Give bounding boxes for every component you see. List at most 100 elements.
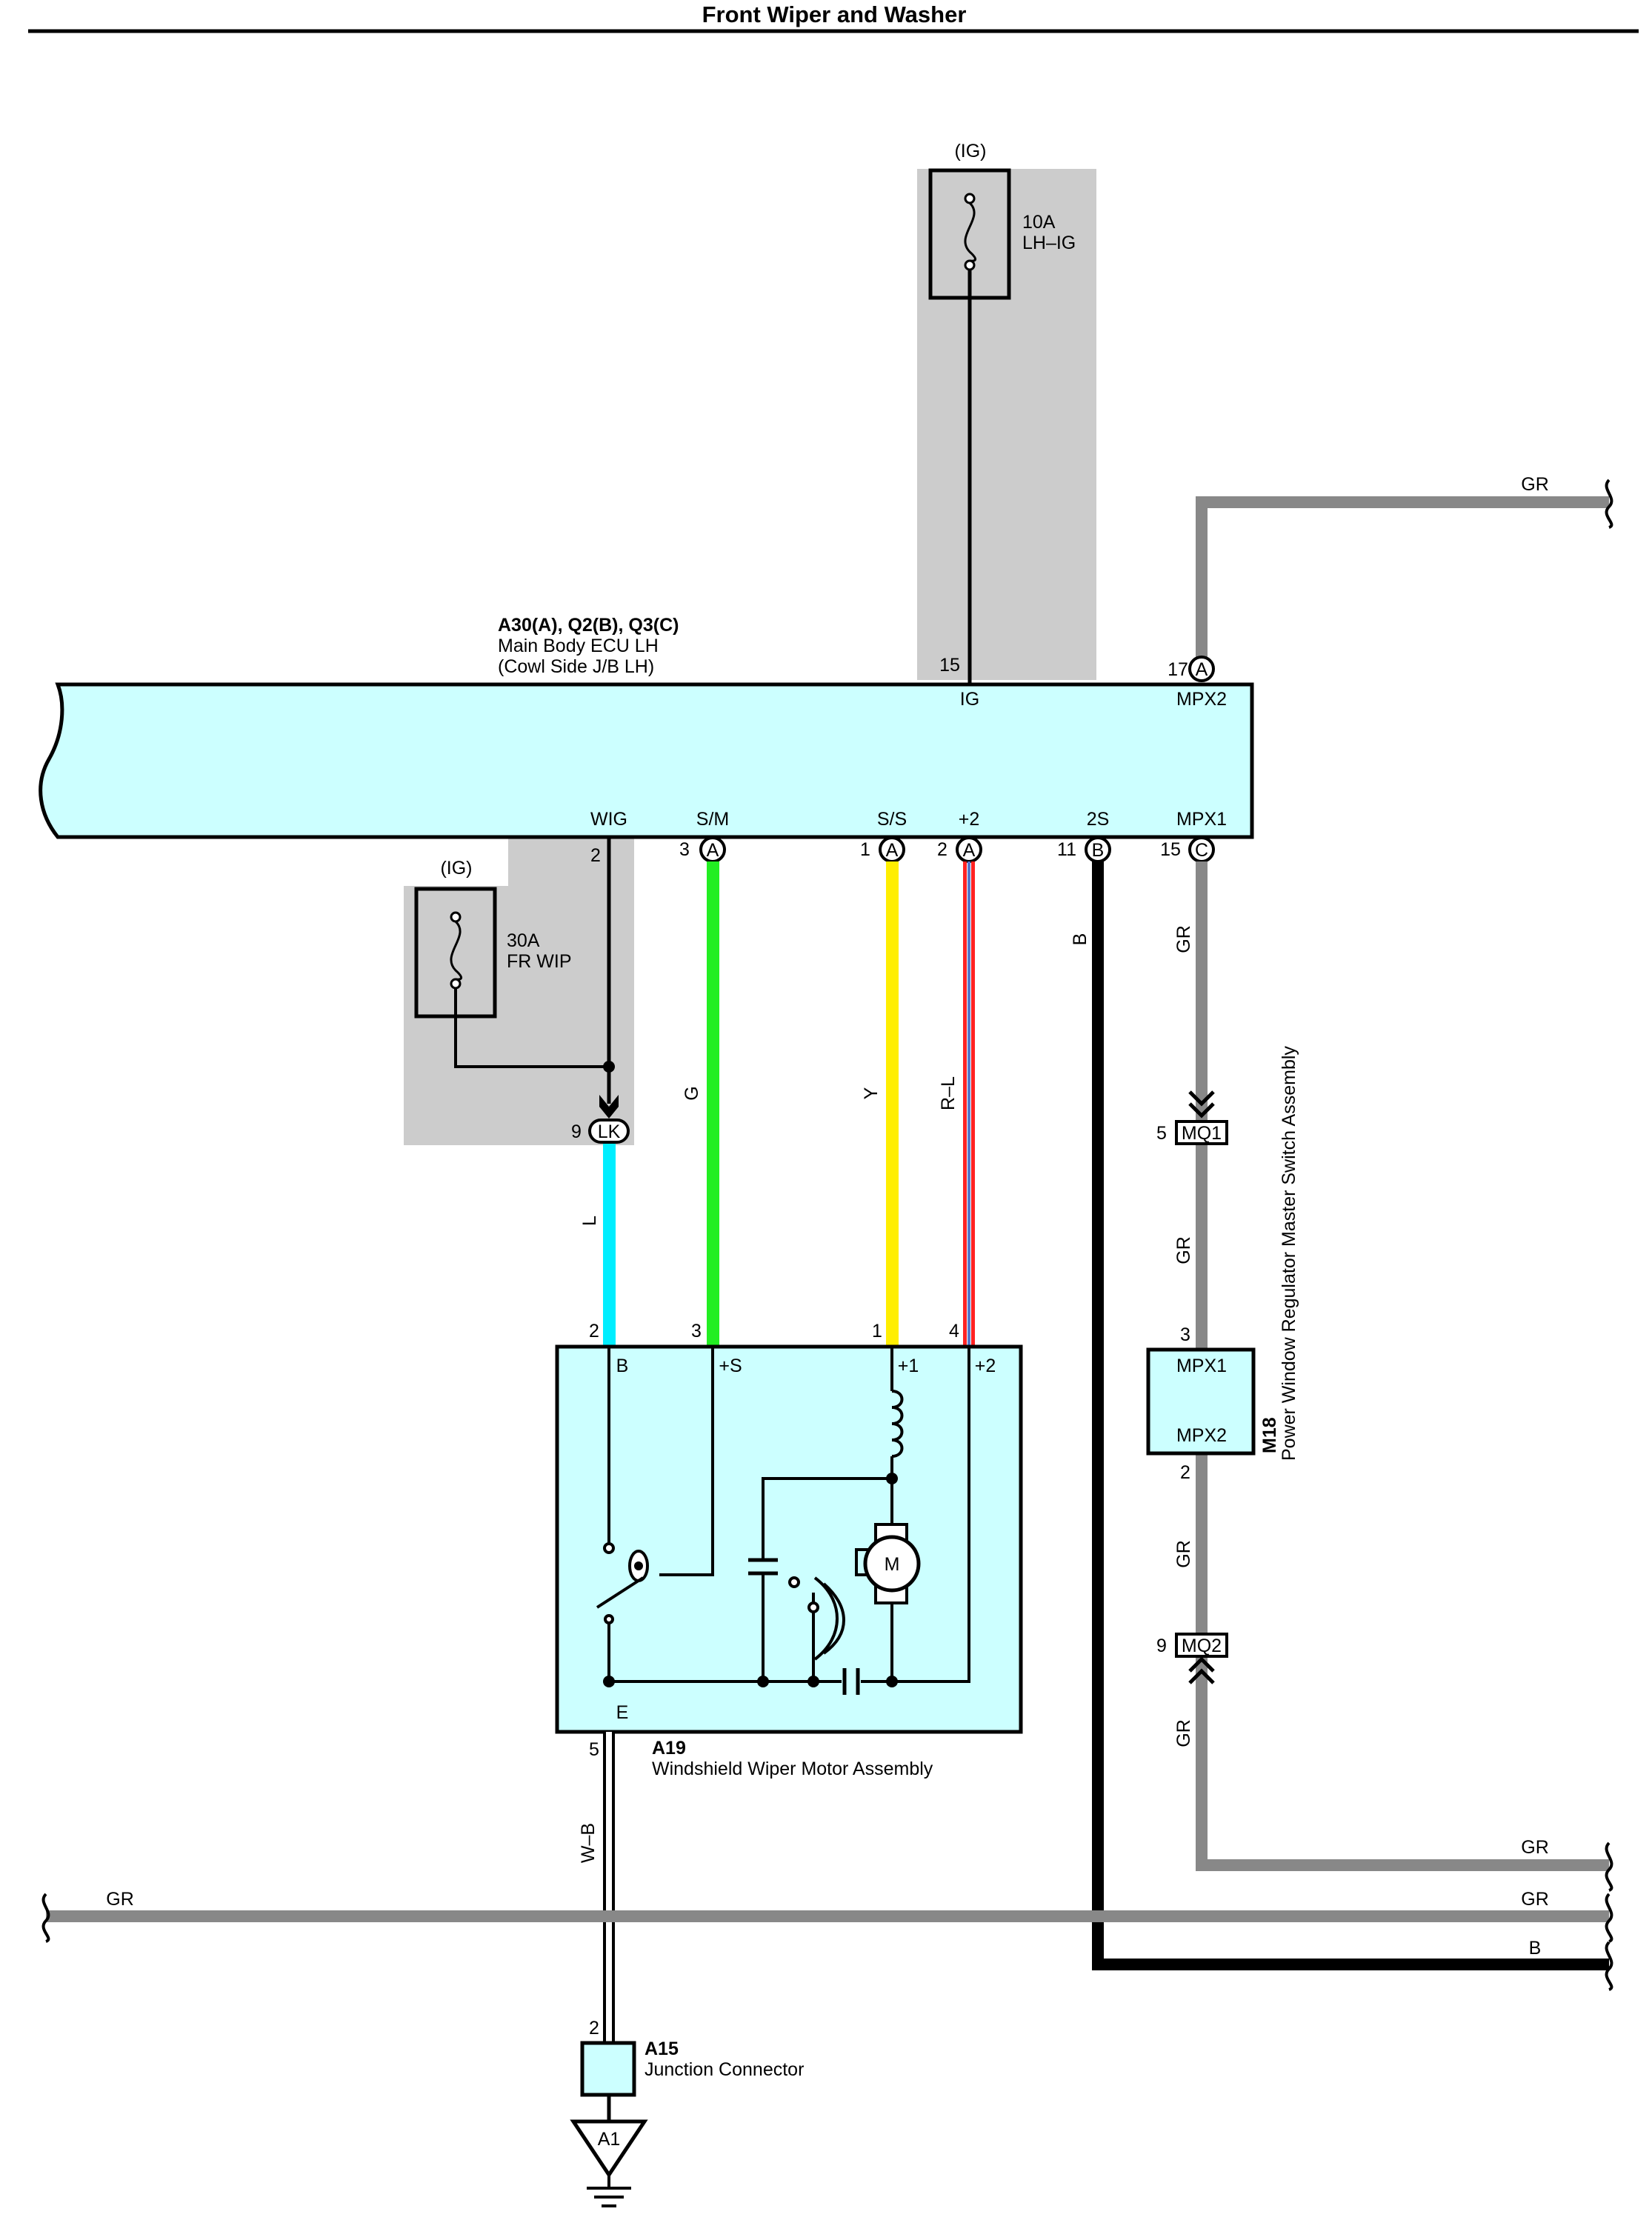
m18-body (1146, 1347, 1256, 1456)
ecu-pin-p2-num: 2 (937, 839, 947, 860)
wire-g (707, 861, 719, 1347)
wire-gr-mpx2 (1196, 496, 1609, 667)
label-gr-mq2-out: GR (1173, 1719, 1194, 1747)
mq2-pin: 9 (1156, 1636, 1167, 1656)
wire-wb (603, 1732, 615, 2043)
wire-y (886, 861, 899, 1347)
svg-text:M: M (885, 1554, 900, 1575)
label-gr-mpx1-a: GR (1173, 925, 1194, 953)
ecu-conn-mpx2-badge (1188, 656, 1215, 682)
circuit-breaker-icon (788, 1576, 845, 1661)
wire-rl (963, 861, 975, 1347)
mq1-pin: 5 (1156, 1123, 1167, 1144)
label-gr-right-b: GR (1521, 1889, 1549, 1910)
diagram-title: Front Wiper and Washer (702, 1, 967, 27)
ecu-pin-sm-num: 3 (679, 839, 690, 860)
break-mark-gr-left (41, 1893, 50, 1943)
mq2-connector (1175, 1633, 1228, 1658)
m18-term-bottom: MPX2 (1176, 1425, 1227, 1446)
capacitor-icon (748, 1558, 778, 1576)
ecu-pin-mpx1-label: MPX1 (1176, 809, 1227, 830)
wiper-switch-icon (596, 1542, 649, 1624)
capacitor-bottom-icon (842, 1667, 861, 1696)
label-wb: W–B (578, 1823, 599, 1863)
label-b-vert: B (1070, 933, 1090, 946)
fr-wip-name: FR WIP (507, 951, 572, 972)
lh-ig-name: LH–IG (1022, 233, 1076, 253)
break-mark-b-right (1605, 1941, 1613, 1991)
lh-ig-shade (917, 169, 1096, 680)
ecu-pin-mpx2-num: 17 (1168, 659, 1188, 680)
a19-junction-dots (603, 1473, 898, 1687)
a19-name: Windshield Wiper Motor Assembly (652, 1759, 933, 1779)
label-g: G (682, 1086, 702, 1100)
ecu-body (39, 682, 1254, 839)
a19-pin-e-label: E (616, 1702, 629, 1723)
ecu-pin-sm-conn: A (707, 840, 719, 861)
wire-gr-mpx1 (1196, 861, 1609, 1871)
ecu-pin-wig-label: WIG (590, 809, 627, 830)
fr-wip-rating: 30A (507, 930, 540, 951)
a19-pin-b-num: 2 (589, 1321, 599, 1341)
label-b-bottom: B (1529, 1938, 1542, 1959)
ecu-pin-mpx1-conn: C (1195, 840, 1208, 861)
ecu-pin-2s-conn: B (1092, 840, 1105, 861)
ecu-pin-wig-num: 2 (590, 845, 601, 866)
wire-b (1092, 861, 1609, 1970)
a19-pin-b-label: B (616, 1356, 629, 1376)
a19-pin-s-label: +S (719, 1356, 742, 1376)
label-gr-left: GR (106, 1889, 134, 1910)
ecu-pin-ig-label: IG (960, 689, 979, 710)
ecu-pin-2s-num: 11 (1057, 839, 1076, 860)
label-y: Y (861, 1087, 882, 1099)
a19-pin-s-num: 3 (691, 1321, 702, 1341)
m18-name: Power Window Regulator Master Switch Ass… (1279, 1046, 1299, 1461)
ecu-pin-p2-conn: A (963, 840, 976, 861)
lk-connector (588, 1119, 630, 1144)
a19-body (555, 1344, 1023, 1734)
lk-arrow-icon (599, 1095, 619, 1119)
a19-pin-p1-label: +1 (898, 1356, 919, 1376)
m18-pin-bottom: 2 (1180, 1462, 1190, 1483)
lh-ig-rating: 10A (1022, 212, 1056, 233)
mq1-connector (1175, 1120, 1228, 1145)
ecu-pin-mpx2-label: MPX2 (1176, 689, 1227, 710)
a19-pin-p2-num: 4 (949, 1321, 959, 1341)
lk-name: LK (598, 1121, 621, 1142)
ecu-pin-2s-label: 2S (1087, 809, 1110, 830)
a19-pin-p2-label: +2 (975, 1356, 996, 1376)
break-mark-gr-right-a (1605, 1841, 1613, 1892)
wire-l (603, 1144, 616, 1347)
ecu-pin-sm-label: S/M (696, 809, 729, 830)
a15-code: A15 (645, 2039, 679, 2059)
label-gr-right-a: GR (1521, 1837, 1549, 1858)
m18-term-top: MPX1 (1176, 1356, 1227, 1376)
lh-ig-supply-label: (IG) (954, 141, 986, 161)
ecu-pin-mpx1-num: 15 (1160, 839, 1181, 860)
a19-pin-p1-num: 1 (872, 1321, 882, 1341)
ecu-name: Main Body ECU LH (498, 636, 659, 656)
fr-wip-supply-label: (IG) (440, 858, 472, 879)
label-gr-mpx1-b: GR (1173, 1236, 1194, 1264)
label-gr-m18-out: GR (1173, 1540, 1194, 1568)
ecu-sub: (Cowl Side J/B LH) (498, 656, 654, 677)
wire-fr-wip-out (454, 988, 609, 1068)
a15-name: Junction Connector (645, 2059, 804, 2080)
mq1-arrow-icon (1188, 1090, 1215, 1119)
mq2-name: MQ2 (1182, 1636, 1222, 1656)
m18-code: M18 (1259, 1417, 1280, 1453)
lk-pin: 9 (571, 1121, 582, 1142)
ecu-code: A30(A), Q2(B), Q3(C) (498, 615, 679, 636)
mq2-arrow-icon (1188, 1656, 1215, 1684)
break-mark-gr-right-b (1605, 1893, 1613, 1943)
ecu-pin-ss-num: 1 (860, 839, 870, 860)
label-l: L (579, 1216, 600, 1226)
mq1-name: MQ1 (1182, 1123, 1222, 1144)
motor-icon: M (863, 1523, 921, 1604)
m18-pin-top: 3 (1180, 1324, 1190, 1345)
a15-connector (580, 2041, 636, 2097)
label-rl: R–L (938, 1076, 959, 1110)
ground-icon (570, 2119, 648, 2207)
ecu-pin-p2-label: +2 (959, 809, 980, 830)
